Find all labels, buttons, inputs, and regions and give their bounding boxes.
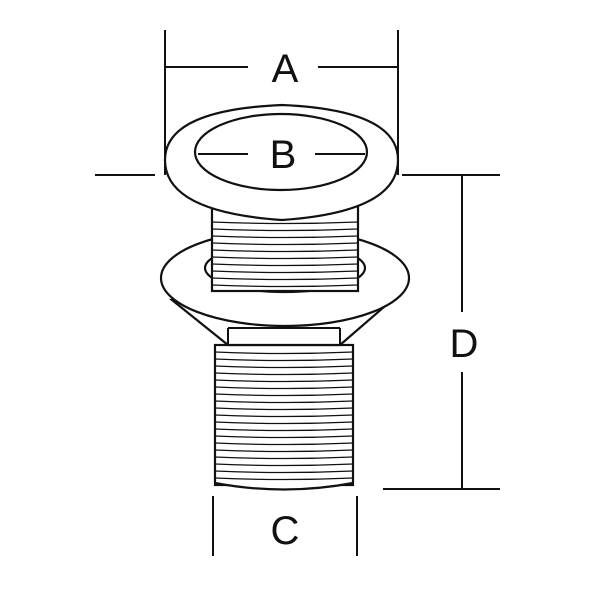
thread-line xyxy=(214,442,354,446)
thread-line xyxy=(214,456,354,460)
lower-threaded-body xyxy=(213,343,355,491)
thread-line xyxy=(211,284,359,288)
lower-thread-lines xyxy=(214,351,354,481)
upper-thread-lines xyxy=(211,221,359,288)
dimension-d: D xyxy=(450,175,479,489)
thread-line xyxy=(211,228,359,232)
thread-line xyxy=(214,463,354,467)
flange-head-opening xyxy=(193,112,369,192)
thread-line xyxy=(211,249,359,253)
thread-line xyxy=(214,470,354,474)
lower-thread-end xyxy=(214,481,354,491)
thread-line xyxy=(214,393,354,397)
thread-line xyxy=(214,477,354,481)
thread-line xyxy=(214,351,354,355)
dimension-c: C xyxy=(212,496,358,556)
thread-line xyxy=(214,400,354,404)
thread-line xyxy=(214,365,354,369)
flange-head: B xyxy=(163,103,400,222)
thread-line xyxy=(214,358,354,362)
thread-line xyxy=(214,386,354,390)
thread-line xyxy=(211,277,359,281)
thread-line xyxy=(214,379,354,383)
thread-line xyxy=(211,221,359,225)
upper-threaded-body xyxy=(210,203,360,293)
thread-line xyxy=(214,421,354,425)
thread-line xyxy=(211,263,359,267)
dimension-c-label: C xyxy=(271,509,300,553)
thread-line xyxy=(214,449,354,453)
thread-line xyxy=(211,256,359,260)
thread-line xyxy=(214,407,354,411)
dimension-d-label: D xyxy=(450,322,479,366)
thread-line xyxy=(211,242,359,246)
dimension-b-label: B xyxy=(270,133,297,177)
lower-thread-shank xyxy=(213,343,355,487)
thread-line xyxy=(214,414,354,418)
thread-line xyxy=(214,435,354,439)
dimension-a-label: A xyxy=(272,47,299,91)
thread-line xyxy=(211,270,359,274)
dimension-d-extensions xyxy=(95,174,500,490)
thread-line xyxy=(214,428,354,432)
thread-line xyxy=(211,235,359,239)
thread-line xyxy=(214,372,354,376)
